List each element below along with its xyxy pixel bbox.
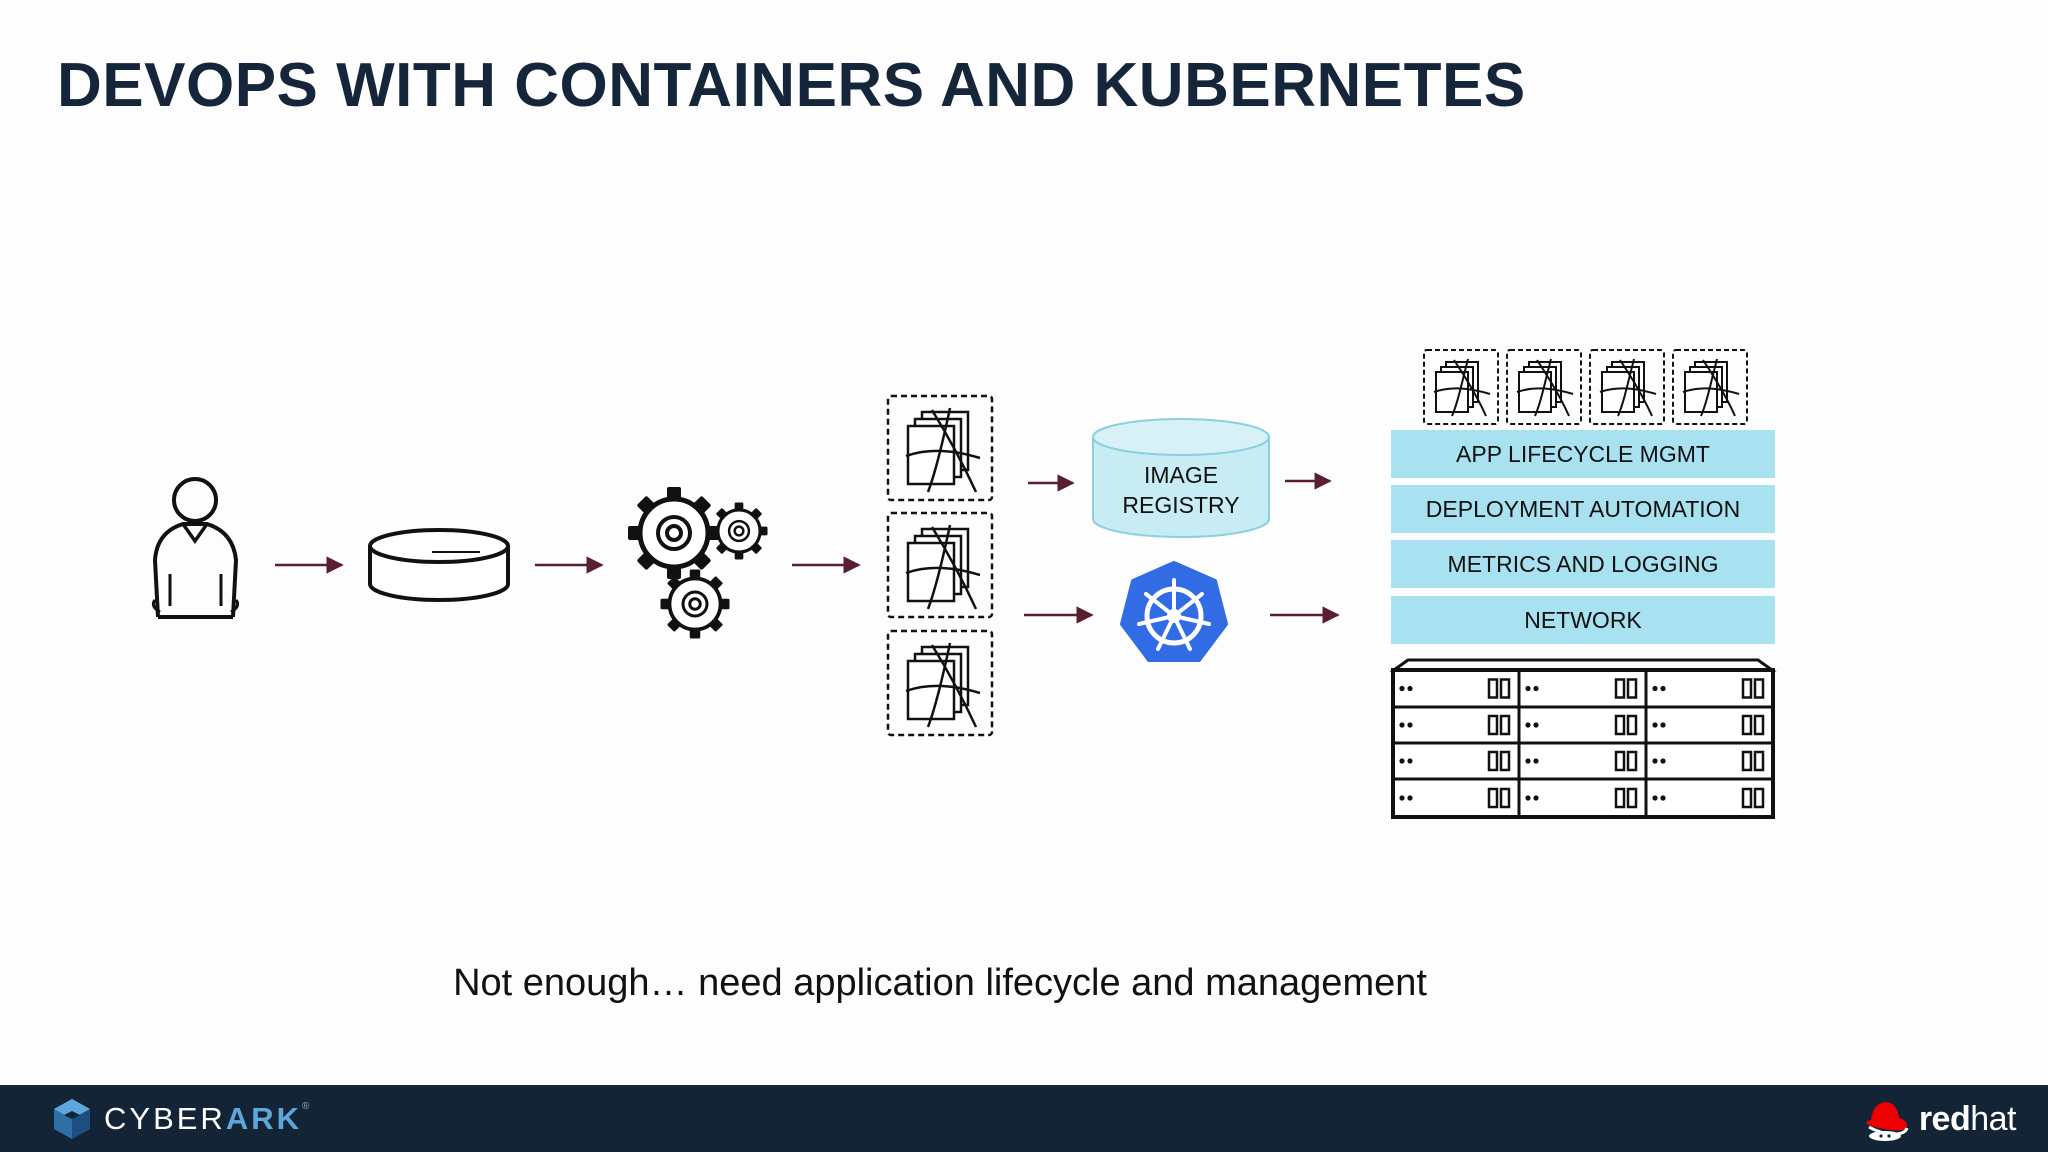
layer-network bbox=[1391, 596, 1775, 644]
layer-label: NETWORK bbox=[1524, 607, 1642, 633]
devops-diagram: IMAGE REGISTRY APP LIFECYCLE MGMT DEPLOY… bbox=[151, 349, 1777, 819]
source-repo-icon bbox=[368, 528, 510, 602]
slide-caption: Not enough… need application lifecycle a… bbox=[453, 962, 1427, 1004]
container-image-icon bbox=[1589, 349, 1665, 425]
cyberark-wordmark: CYBERARK® bbox=[104, 1101, 313, 1136]
container-image-icon bbox=[886, 629, 994, 737]
container-image-icon bbox=[886, 394, 994, 502]
build-gears-icon bbox=[628, 487, 770, 641]
container-image-icon bbox=[1506, 349, 1582, 425]
container-image-icon bbox=[1672, 349, 1748, 425]
registry-label: REGISTRY bbox=[1122, 492, 1239, 518]
layer-label: APP LIFECYCLE MGMT bbox=[1456, 441, 1710, 467]
developer-icon bbox=[151, 477, 240, 619]
cyberark-logo: CYBERARK® bbox=[52, 1097, 312, 1141]
redhat-wordmark: redhat bbox=[1918, 1099, 2017, 1138]
container-image-icon bbox=[1423, 349, 1499, 425]
slide-title: DEVOPS WITH CONTAINERS AND KUBERNETES bbox=[57, 51, 1526, 120]
registry-label: IMAGE bbox=[1144, 462, 1218, 488]
server-rack-icon bbox=[1389, 658, 1777, 819]
layer-label: DEPLOYMENT AUTOMATION bbox=[1426, 496, 1740, 522]
layer-label: METRICS AND LOGGING bbox=[1448, 551, 1719, 577]
platform-layers: APP LIFECYCLE MGMT DEPLOYMENT AUTOMATION… bbox=[1391, 430, 1775, 644]
footer-bar bbox=[0, 1085, 2048, 1152]
layer-metrics-logging bbox=[1391, 540, 1775, 588]
container-image-icon bbox=[886, 511, 994, 619]
layer-app-lifecycle bbox=[1391, 430, 1775, 478]
redhat-logo: redhat bbox=[1861, 1094, 2016, 1144]
image-registry: IMAGE REGISTRY bbox=[1092, 418, 1270, 538]
cyberark-cube-icon bbox=[54, 1099, 90, 1139]
redhat-fedora-icon bbox=[1866, 1102, 1909, 1141]
kubernetes-icon bbox=[1120, 561, 1228, 662]
layer-deployment-automation bbox=[1391, 485, 1775, 533]
